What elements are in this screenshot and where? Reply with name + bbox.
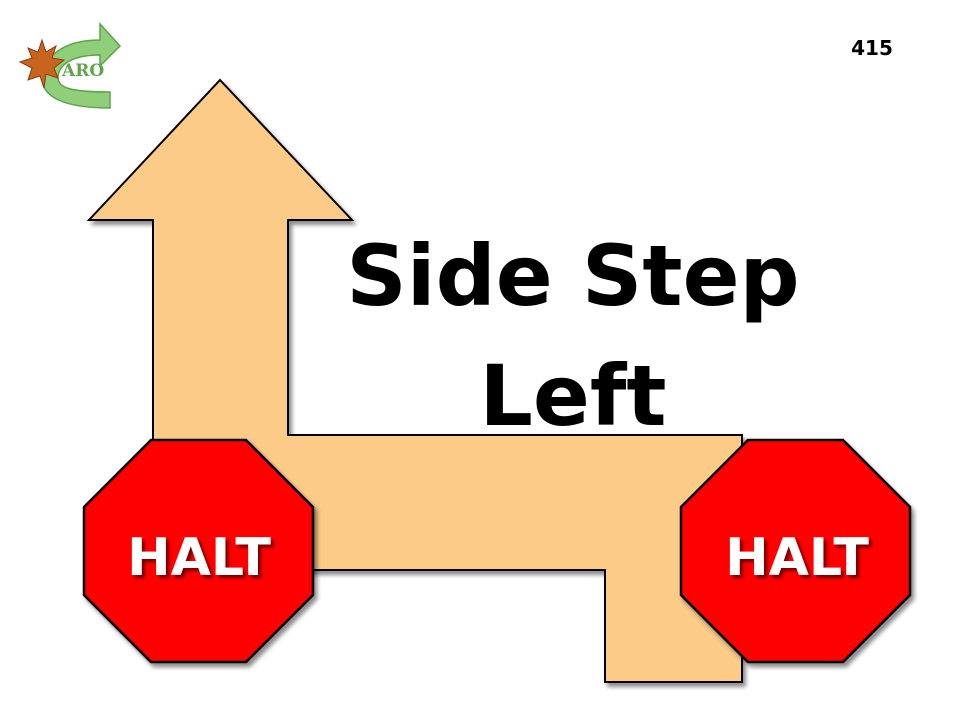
title-line-2: Left bbox=[479, 347, 666, 445]
sign-title: Side Step Left bbox=[346, 227, 799, 445]
halt-label-left: HALT bbox=[127, 528, 271, 588]
halt-sign-right: HALT bbox=[679, 438, 912, 664]
stop-octagon-icon bbox=[82, 438, 315, 664]
maple-leaf-icon bbox=[18, 38, 66, 89]
title-line-1: Side Step bbox=[346, 227, 799, 325]
stop-octagon-icon bbox=[679, 438, 912, 664]
logo-text: ARO bbox=[61, 61, 104, 81]
halt-label-right: HALT bbox=[725, 528, 869, 588]
aro-logo: ARO bbox=[18, 22, 122, 109]
sign-number: 415 bbox=[851, 36, 893, 60]
halt-sign-left: HALT bbox=[82, 438, 315, 664]
